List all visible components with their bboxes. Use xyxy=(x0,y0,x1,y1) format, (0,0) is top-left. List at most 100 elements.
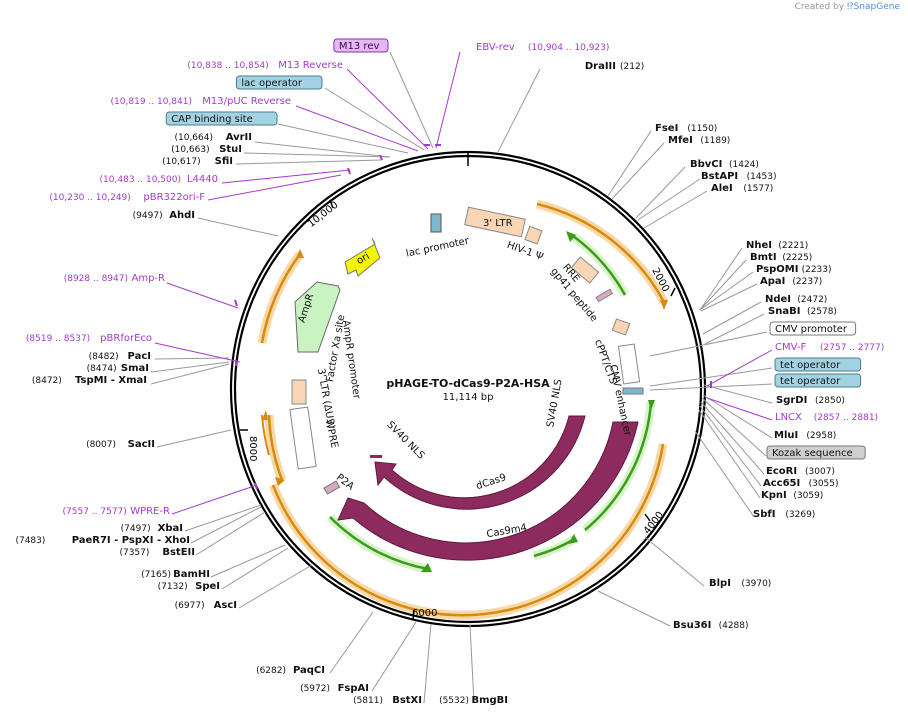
label-right-14-box xyxy=(774,373,862,388)
leader-bamhi xyxy=(210,544,286,578)
leader-draiii xyxy=(497,68,541,153)
label-left-12-pos: (9497) xyxy=(133,211,163,221)
label-left-7-name: AvrII xyxy=(226,132,252,143)
label-right-19-pos: (3007) xyxy=(805,467,835,477)
arc-orange-5 xyxy=(261,414,270,456)
leader-sgrdi xyxy=(703,384,773,404)
label-right-7-pos: (2233) xyxy=(802,265,832,275)
leader-mlui xyxy=(702,394,773,439)
leader-wpre-r xyxy=(171,484,258,515)
rre-box xyxy=(570,256,600,284)
label-right-0-name: FseI xyxy=(655,123,678,134)
leader-m13rev-tag xyxy=(389,51,434,149)
sv40-nls-box xyxy=(370,455,382,458)
label-right-16-pos: (2857 .. 2881) xyxy=(814,413,878,423)
label-left-26-name: PaqCI xyxy=(293,665,325,676)
label-left-6: CAP binding site xyxy=(171,114,253,125)
leader-bmgbi xyxy=(469,624,475,704)
cppt-box xyxy=(611,318,631,336)
label-left-8-pos: (10,663) xyxy=(171,145,210,155)
leader-ndei xyxy=(702,301,762,335)
leader-lncx xyxy=(706,397,773,421)
feature-dcas9: dCas9 xyxy=(475,472,508,492)
label-right-11: CMV promoter xyxy=(775,324,848,335)
label-right-16-name: LNCX xyxy=(775,412,802,423)
primer-mark-5 xyxy=(234,299,238,307)
leader-bbvci xyxy=(635,166,686,219)
tet-op-box xyxy=(622,387,644,395)
leader-asci xyxy=(238,564,313,609)
leader-xbai xyxy=(184,504,262,532)
label-left-3-pos: (10,838 .. 10,854) xyxy=(187,61,268,71)
label-left-17-pos: (8472) xyxy=(32,376,62,386)
label-left-14-pos: (8519 .. 8537) xyxy=(26,334,90,344)
label-right-24-name: Bsu36I xyxy=(673,620,711,631)
label-left-25-name: AscI xyxy=(214,600,237,611)
feature-sv40-nls-2: SV40 NLS xyxy=(384,419,426,461)
label-right-10-pos: (2578) xyxy=(807,307,837,317)
label-right-24-pos: (4288) xyxy=(719,621,749,631)
leader-m13-reverse xyxy=(346,68,429,150)
leader-bstxi xyxy=(423,623,432,704)
label-left-22-pos: (7357) xyxy=(119,548,149,558)
cas9m4-arrow xyxy=(337,421,639,561)
arc-green-1 xyxy=(572,234,627,296)
tick-label-8000: 8000 xyxy=(247,436,258,461)
label-left-11-pos: (10,230 .. 10,249) xyxy=(49,193,130,203)
label-right-5-name: NheI xyxy=(746,240,772,251)
label-left-2-pos: (212) xyxy=(620,62,644,72)
label-right-12-name: CMV-F xyxy=(775,342,806,353)
leader-sbfi xyxy=(694,430,755,518)
label-right-17-pos: (2958) xyxy=(806,431,836,441)
label-left-15-pos: (8482) xyxy=(89,352,119,362)
arrow-green-1 xyxy=(566,231,576,242)
leader-cap xyxy=(277,123,409,154)
tick-label-6000: 6000 xyxy=(412,608,437,619)
leader-lacop xyxy=(324,87,425,151)
label-right-6-name: BmtI xyxy=(750,252,777,263)
arrow-orange-3 xyxy=(262,410,268,420)
tick-label-10000: 10,000 xyxy=(306,200,340,230)
label-right-9-pos: (2472) xyxy=(797,295,827,305)
label-right-20-pos: (3055) xyxy=(809,479,839,489)
leader-sfii xyxy=(235,159,382,165)
label-left-17-name: TspMI - XmaI xyxy=(75,375,147,386)
leader-bmti xyxy=(699,259,747,311)
leader-tspmi xyxy=(150,363,230,385)
label-left-12-name: AhdI xyxy=(169,210,195,221)
primer-mark-4 xyxy=(347,167,351,175)
label-left-24-name: SpeI xyxy=(195,581,220,592)
label-left-23-name: BamHI xyxy=(173,569,210,580)
label-left-20-pos: (7497) xyxy=(121,524,151,534)
label-right-3-name: BstAPI xyxy=(701,171,738,182)
leader-blpi xyxy=(644,536,705,587)
leader-ebv-rev xyxy=(435,51,461,149)
p2a-box xyxy=(323,480,341,495)
leader-nhei xyxy=(699,247,743,311)
hiv-psi-box xyxy=(524,225,543,245)
leader-alei xyxy=(643,190,708,229)
label-left-20-name: XbaI xyxy=(158,523,183,534)
label-left-6-box xyxy=(165,111,278,126)
label-left-29-name: BmgBI xyxy=(471,695,508,706)
label-left-27-pos: (5972) xyxy=(300,684,330,694)
label-right-19-name: EcoRI xyxy=(766,466,797,477)
leader-bstapi xyxy=(637,178,701,221)
leader-stui xyxy=(243,152,391,158)
label-right-23-name: BlpI xyxy=(709,578,731,589)
leader-pbrforeco xyxy=(154,342,241,363)
leader-l4440 xyxy=(221,169,351,184)
leader-apai xyxy=(700,283,758,312)
leader-kpni xyxy=(698,409,761,499)
tick-4000 xyxy=(644,513,651,522)
wpre-box xyxy=(289,406,317,470)
label-left-18-name: SacII xyxy=(128,439,155,450)
label-right-21-name: KpnI xyxy=(761,490,787,501)
label-left-9-pos: (10,617) xyxy=(162,157,201,167)
arc-green-3 xyxy=(329,516,429,571)
label-left-28-pos: (5811) xyxy=(353,696,383,706)
leader-cmv-promoter xyxy=(649,331,768,357)
leader-ahdi xyxy=(197,217,279,237)
leader-mfei xyxy=(611,142,665,200)
label-right-15-pos: (2850) xyxy=(815,396,845,406)
